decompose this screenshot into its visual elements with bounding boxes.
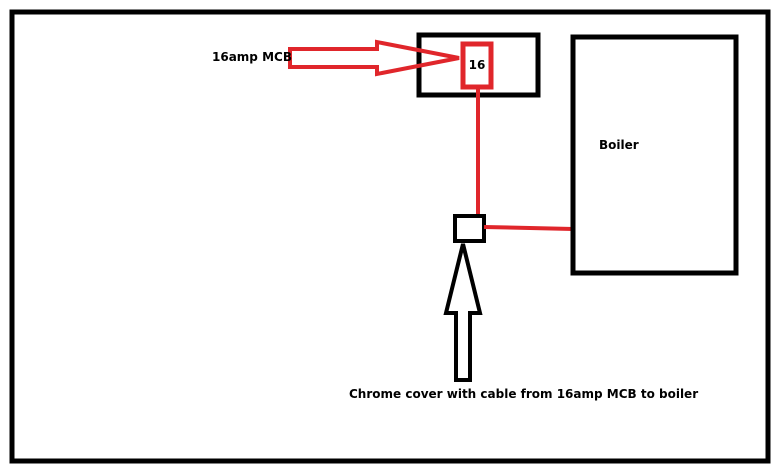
mcb-label: 16amp MCB [212,50,292,64]
mcb-rating: 16 [469,58,486,72]
cover-caption: Chrome cover with cable from 16amp MCB t… [349,387,698,401]
boiler-box [570,34,739,276]
diagram-border [9,9,771,464]
cover-arrow [443,243,483,382]
mcb-box [460,41,494,90]
mcb-arrow [288,39,460,77]
boiler-label: Boiler [599,138,639,152]
cable-horizontal [483,225,574,231]
